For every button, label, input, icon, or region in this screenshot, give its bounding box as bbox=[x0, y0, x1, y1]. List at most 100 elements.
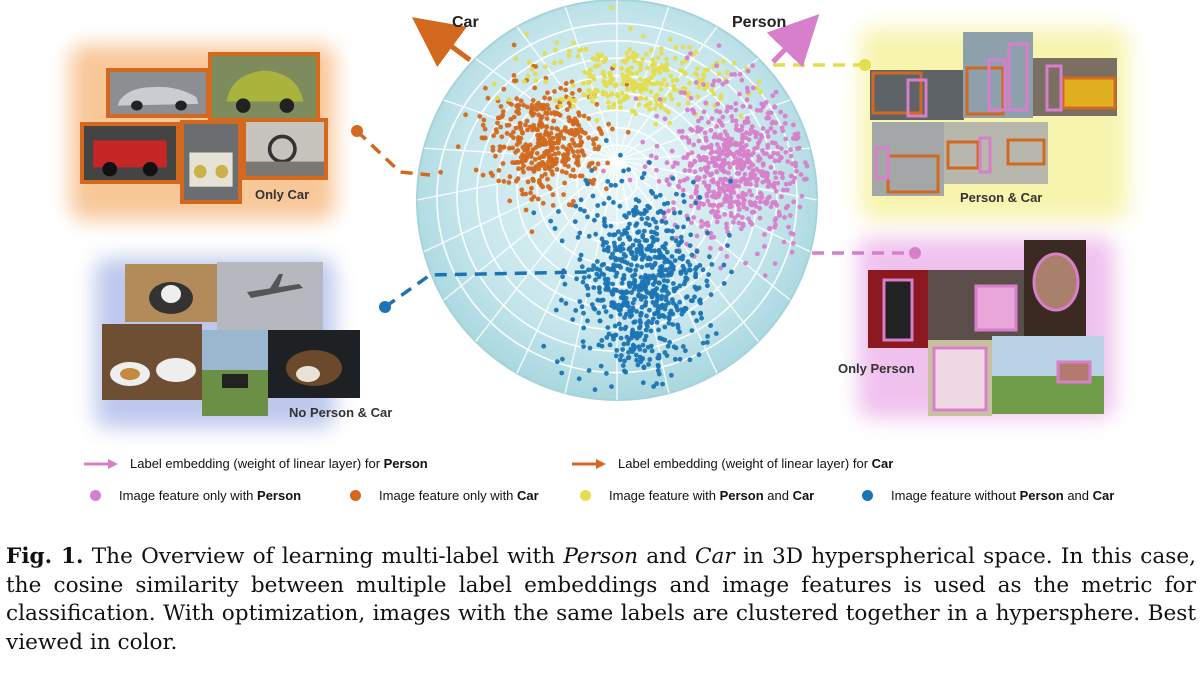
person-feature-point bbox=[709, 171, 715, 177]
person-feature-point bbox=[744, 158, 750, 163]
car-feature-point bbox=[558, 129, 564, 135]
person-feature-point bbox=[748, 201, 753, 207]
person-feature-point bbox=[728, 195, 734, 200]
person-feature-point bbox=[688, 95, 694, 101]
car-feature-point bbox=[497, 148, 503, 153]
both-feature-point bbox=[675, 88, 680, 93]
none-feature-point bbox=[596, 342, 602, 348]
none-feature-point bbox=[541, 343, 547, 349]
none-feature-point bbox=[693, 200, 698, 206]
none-feature-point bbox=[642, 207, 648, 213]
car-feature-point bbox=[596, 144, 602, 150]
person-feature-point bbox=[669, 148, 675, 154]
person-feature-point bbox=[648, 153, 654, 159]
car-feature-point bbox=[500, 109, 506, 114]
person-feature-point bbox=[687, 168, 693, 174]
person-feature-point bbox=[778, 109, 784, 115]
person-feature-point bbox=[654, 143, 660, 149]
car-feature-point bbox=[558, 133, 564, 139]
none-feature-point bbox=[700, 340, 706, 346]
none-feature-point bbox=[654, 237, 660, 243]
none-feature-point bbox=[622, 358, 627, 364]
person-feature-point bbox=[708, 245, 713, 251]
none-feature-point bbox=[683, 348, 688, 354]
none-feature-point bbox=[596, 285, 602, 290]
car-feature-point bbox=[572, 153, 577, 159]
car-feature-point bbox=[571, 199, 576, 204]
person-feature-point bbox=[730, 118, 735, 124]
none-feature-point bbox=[647, 290, 652, 296]
car-feature-point bbox=[586, 164, 592, 169]
none-feature-point bbox=[671, 344, 677, 350]
legend-bold: Person bbox=[383, 456, 428, 471]
person-feature-point bbox=[765, 142, 771, 148]
none-feature-point bbox=[613, 287, 619, 293]
none-feature-point bbox=[645, 216, 650, 221]
both-feature-point bbox=[623, 60, 628, 65]
none-feature-point bbox=[583, 177, 589, 183]
none-feature-point bbox=[623, 369, 629, 375]
both-feature-point bbox=[606, 104, 612, 110]
person-feature-point bbox=[775, 144, 781, 150]
both-feature-point bbox=[674, 77, 680, 83]
both-feature-point bbox=[524, 31, 530, 37]
person-feature-point bbox=[743, 120, 749, 125]
none-feature-point bbox=[656, 327, 661, 333]
none-feature-point bbox=[632, 256, 638, 262]
car-feature-point bbox=[480, 122, 486, 128]
none-feature-point bbox=[596, 310, 602, 316]
car-feature-point bbox=[536, 112, 542, 118]
legend-prefix: Image feature only with bbox=[119, 488, 258, 503]
person-feature-point bbox=[696, 118, 701, 124]
person-feature-point bbox=[750, 85, 756, 91]
car-feature-point bbox=[520, 130, 525, 136]
car-feature-point bbox=[545, 176, 550, 182]
both-feature-point bbox=[654, 102, 660, 108]
none-feature-point bbox=[675, 325, 681, 331]
none-feature-point bbox=[634, 249, 640, 255]
person-feature-point bbox=[726, 170, 731, 176]
person-feature-point bbox=[804, 163, 810, 169]
none-feature-point bbox=[705, 340, 710, 345]
none-feature-point bbox=[666, 316, 672, 322]
car-feature-point bbox=[520, 144, 526, 150]
car-feature-point bbox=[564, 107, 570, 112]
person-feature-point bbox=[699, 219, 704, 224]
car-feature-point bbox=[573, 160, 579, 166]
car-feature-point bbox=[561, 135, 567, 141]
person-feature-point bbox=[681, 155, 687, 161]
none-feature-point bbox=[668, 260, 673, 265]
both-feature-point bbox=[595, 88, 600, 94]
none-feature-point bbox=[654, 292, 660, 298]
none-feature-point bbox=[619, 353, 624, 358]
person-feature-point bbox=[702, 130, 708, 136]
car-feature-point bbox=[483, 85, 488, 91]
car-feature-point bbox=[536, 100, 541, 106]
person-feature-point bbox=[765, 134, 771, 139]
pink-arrow-icon bbox=[84, 458, 118, 470]
both-feature-point bbox=[670, 78, 676, 84]
person-feature-point bbox=[682, 168, 688, 173]
none-feature-point bbox=[559, 370, 565, 376]
both-feature-point bbox=[716, 71, 722, 77]
none-feature-point bbox=[636, 238, 642, 244]
no-person-car-connector bbox=[383, 270, 591, 309]
person-feature-point bbox=[788, 147, 793, 153]
person-feature-point bbox=[798, 172, 804, 177]
person-feature-point bbox=[742, 172, 748, 177]
person-photo bbox=[1024, 240, 1086, 338]
car-feature-point bbox=[513, 178, 519, 184]
car-feature-point bbox=[513, 78, 519, 84]
none-feature-point bbox=[597, 289, 603, 295]
both-feature-point bbox=[687, 45, 692, 50]
car-feature-point bbox=[537, 178, 542, 183]
person-feature-point bbox=[737, 152, 742, 158]
both-feature-point bbox=[636, 102, 642, 108]
none-feature-point bbox=[591, 263, 596, 269]
none-feature-point bbox=[683, 275, 689, 280]
none-feature-point bbox=[577, 299, 583, 304]
person-feature-point bbox=[671, 206, 676, 212]
both-feature-point bbox=[596, 63, 602, 69]
both-feature-point bbox=[552, 60, 557, 66]
car-feature-point bbox=[498, 124, 503, 130]
